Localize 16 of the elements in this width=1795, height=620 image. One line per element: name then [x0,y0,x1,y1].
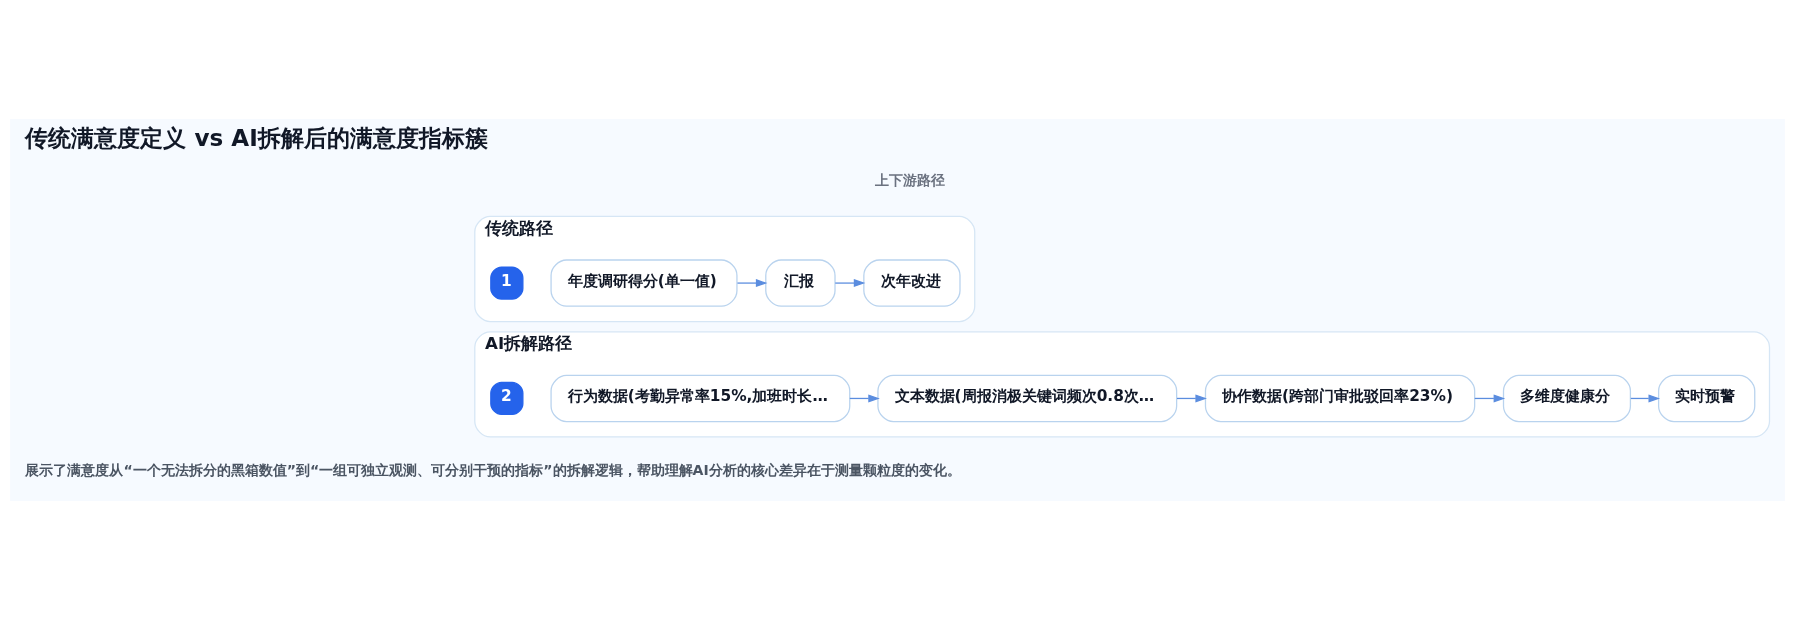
node-box: 协作数据(跨部门审批驳回率23%) [1204,374,1476,423]
node-box: 实时预警 [1657,374,1756,423]
diagram-title: 传统满意度定义 vs AI拆解后的满意度指标簇 [25,125,488,152]
node-box: 行为数据(考勤异常率15%,加班时长… [550,374,851,423]
arrow [849,394,880,403]
node-box: 汇报 [765,259,836,307]
arrow [1176,394,1207,403]
node-box: 多维度健康分 [1502,374,1632,423]
caption: 展示了满意度从“一个无法拆分的黑箱数值”到“一组可独立观测、可分别干预的指标”的拆解逻辑，帮助理解AI分析的核心差异在于测量颗粒度的变化。 [25,462,961,479]
arrow [834,279,866,288]
node-box: 年度调研得分(单一值) [550,259,738,307]
label: 上下游路径 [875,172,946,189]
node-box: 文本数据(周报消极关键词频次0.8次… [877,374,1178,423]
arrow [736,279,768,288]
arrow [1474,394,1506,403]
node-box: 次年改进 [863,259,961,307]
